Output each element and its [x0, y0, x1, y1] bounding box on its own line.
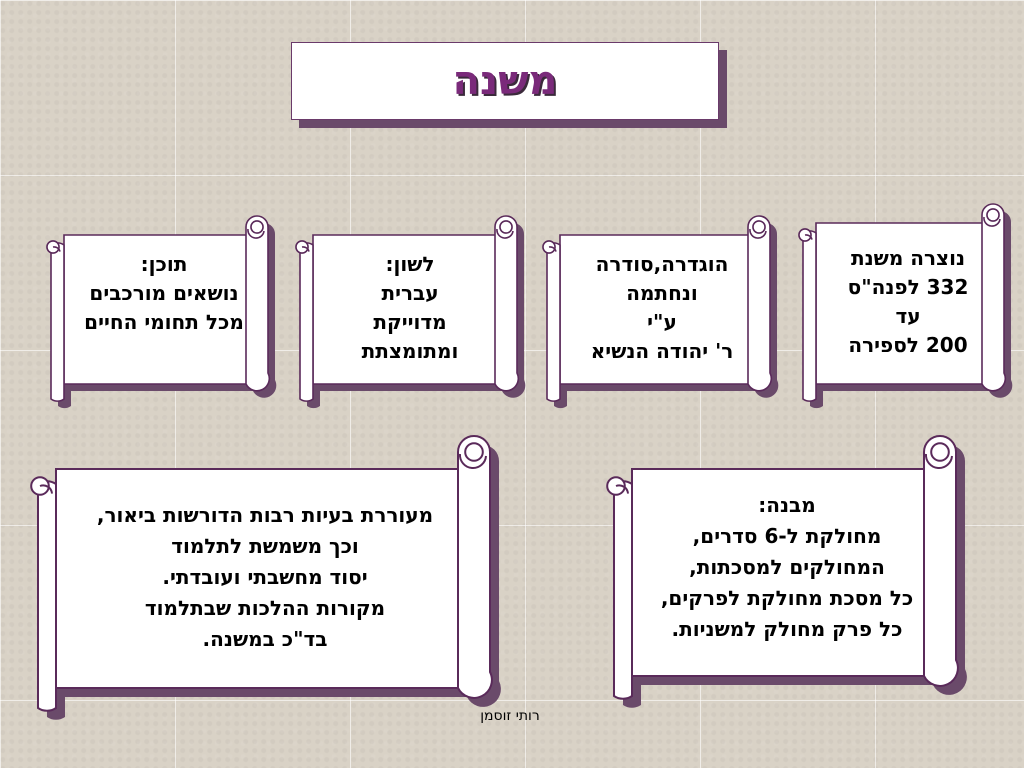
- scroll-line: נושאים מורכבים: [89, 281, 239, 305]
- scroll-line: כל פרק מחולק למשניות.: [671, 617, 903, 641]
- scroll-shape: [30, 435, 501, 720]
- scroll-line: נוצרה משנת: [850, 246, 966, 270]
- scroll-line: ע"י: [647, 310, 677, 334]
- scroll-text: תוכן: נושאים מורכבים מכל תחומי החיים: [64, 250, 264, 337]
- scroll-line: מקורות ההלכות שבתלמוד: [144, 596, 386, 620]
- scroll-shape: [46, 215, 277, 409]
- scroll-shape: [295, 215, 526, 409]
- scroll-importance: מעוררת בעיות רבות הדורשות ביאור, וכך משמש…: [22, 432, 501, 724]
- scroll-line: מכל תחומי החיים: [84, 310, 244, 334]
- scroll-line: מעוררת בעיות רבות הדורשות ביאור,: [96, 503, 434, 527]
- scroll-line: מדוייקת: [373, 310, 447, 334]
- scroll-shape: [606, 435, 967, 708]
- scroll-line: תוכן:: [140, 252, 188, 276]
- title-box: משנה: [291, 42, 719, 120]
- scroll-content: תוכן: נושאים מורכבים מכל תחומי החיים: [40, 212, 277, 410]
- scroll-shape: [542, 215, 779, 409]
- scroll-line: בד"כ במשנה.: [202, 627, 328, 651]
- scroll-text: לשון: עברית מדוייקת ומתומצתת: [310, 250, 510, 366]
- scroll-text: מבנה: מחולקת ל-6 סדרים, המחולקים למסכתות, כ…: [626, 490, 948, 645]
- scroll-line: עד: [895, 304, 921, 328]
- scroll-line: ומתומצתת: [361, 339, 459, 363]
- scroll-language: לשון: עברית מדוייקת ומתומצתת: [289, 212, 526, 410]
- scroll-line: ר' יהודה הנשיא: [590, 339, 734, 363]
- scroll-structure: מבנה: מחולקת ל-6 סדרים, המחולקים למסכתות, כ…: [598, 432, 967, 712]
- scroll-editing: הוגדרה,סודרה ונחתמה ע"י ר' יהודה הנשיא: [536, 212, 779, 410]
- scroll-text: הוגדרה,סודרה ונחתמה ע"י ר' יהודה הנשיא: [558, 250, 766, 366]
- scroll-line: 200 לספירה: [848, 333, 968, 357]
- scroll-text: נוצרה משנת 332 לפנה"ס עד 200 לספירה: [815, 244, 1001, 360]
- scroll-line: כל מסכת מחולקת לפרקים,: [660, 586, 914, 610]
- page-title: משנה: [452, 58, 558, 104]
- author-footer: רותי זוסמן: [480, 708, 540, 724]
- scroll-line: הוגדרה,סודרה: [595, 252, 729, 276]
- scroll-line: יסוד מחשבתי ועובדתי.: [162, 565, 368, 589]
- scroll-line: מבנה:: [758, 493, 816, 517]
- scroll-line: עברית: [381, 281, 439, 305]
- scroll-line: ונחתמה: [626, 281, 698, 305]
- scroll-line: 332 לפנה"ס: [847, 275, 969, 299]
- scroll-line: מחולקת ל-6 סדרים,: [692, 524, 882, 548]
- scroll-text: מעוררת בעיות רבות הדורשות ביאור, וכך משמש…: [52, 500, 478, 655]
- scroll-dating: נוצרה משנת 332 לפנה"ס עד 200 לספירה: [792, 200, 1013, 410]
- scroll-line: לשון:: [385, 252, 435, 276]
- scroll-shape: [798, 203, 1013, 409]
- scroll-line: וכך משמשת לתלמוד: [171, 534, 359, 558]
- scroll-line: המחולקים למסכתות,: [689, 555, 885, 579]
